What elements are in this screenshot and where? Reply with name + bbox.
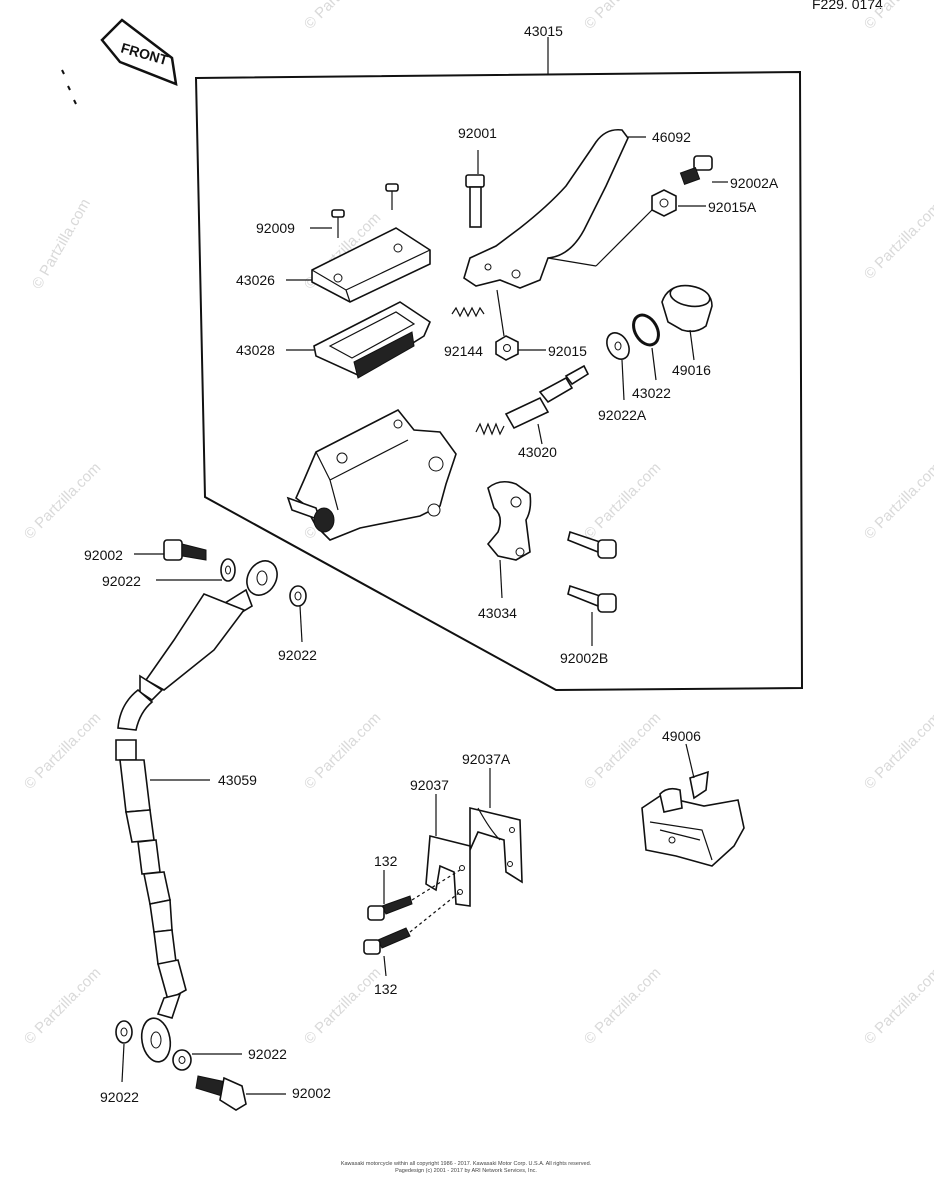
label-92037: 92037: [410, 777, 449, 793]
label-43034: 43034: [478, 605, 517, 621]
page-reference: F229. 0174: [812, 0, 883, 12]
circlip: [632, 313, 660, 381]
watermark-left-vertical: © Partzilla.com: [29, 196, 94, 292]
handlebar-clamp: [486, 480, 532, 599]
bolt-132-upper: [367, 869, 461, 921]
label-132-upper: 132: [374, 853, 398, 869]
label-92002-bottom: 92002: [292, 1085, 331, 1101]
footer-pagedesign: Pagedesign (c) 2001 - 2017 by ARI Networ…: [395, 1168, 537, 1174]
watermark: © Partzilla.com: [21, 964, 104, 1047]
label-92001: 92001: [458, 125, 497, 141]
bolt-132-lower: [363, 891, 461, 977]
reservoir-cap: [286, 227, 431, 303]
watermark: © Partzilla.com: [581, 709, 664, 792]
diaphragm: [286, 301, 431, 379]
banjo-bolt-top: [134, 539, 207, 561]
brake-hose: [115, 560, 278, 1063]
label-92022-bottom-left: 92022: [100, 1089, 139, 1105]
label-43015: 43015: [524, 23, 563, 39]
banjo-bolt-bottom: [195, 1075, 286, 1111]
pivot-pin: [465, 150, 485, 228]
watermark: © Partzilla.com: [21, 709, 104, 792]
washer-top-left: [156, 558, 236, 582]
label-92022-top-right: 92022: [278, 647, 317, 663]
label-92002-top: 92002: [84, 547, 123, 563]
watermark: © Partzilla.com: [861, 964, 934, 1047]
nut-92015: [495, 289, 546, 361]
watermark: © Partzilla.com: [301, 709, 384, 792]
washer-bottom-left: [115, 1020, 133, 1083]
label-92009: 92009: [256, 220, 295, 236]
watermark: © Partzilla.com: [581, 459, 664, 542]
label-92037A: 92037A: [462, 751, 511, 767]
clamp-bolts: [567, 530, 617, 646]
front-arrow: FRONT: [61, 18, 178, 105]
watermark: © Partzilla.com: [301, 0, 384, 33]
assembly-outline: [194, 70, 804, 692]
dash-marks: [61, 69, 77, 105]
label-43059: 43059: [218, 772, 257, 788]
label-43028: 43028: [236, 342, 275, 358]
label-43020: 43020: [518, 444, 557, 460]
label-92015A: 92015A: [708, 199, 757, 215]
watermark: © Partzilla.com: [861, 709, 934, 792]
washer-bottom-right: [172, 1049, 242, 1071]
bolt-92002A: [679, 155, 728, 186]
watermark: © Partzilla.com: [581, 0, 664, 33]
label-92002B: 92002B: [560, 650, 608, 666]
lever-spring: [451, 306, 485, 318]
watermark: © Partzilla.com: [21, 459, 104, 542]
washer-92022A: [606, 332, 630, 401]
bracket-92037: [425, 794, 471, 907]
watermark: © Partzilla.com: [861, 199, 934, 282]
watermark: © Partzilla.com: [861, 459, 934, 542]
label-92022-bottom-right: 92022: [248, 1046, 287, 1062]
label-92015: 92015: [548, 343, 587, 359]
footer-copyright: Kawasaki motorcycle within all copyright…: [341, 1161, 592, 1167]
cap-screws: [310, 183, 399, 238]
dust-boot: [661, 284, 713, 361]
nut-92015A: [651, 189, 706, 217]
master-cylinder-body: [286, 408, 457, 541]
label-92144: 92144: [444, 343, 483, 359]
watermark: © Partzilla.com: [581, 964, 664, 1047]
label-92002A: 92002A: [730, 175, 779, 191]
label-92022A: 92022A: [598, 407, 647, 423]
label-132-lower: 132: [374, 981, 398, 997]
label-43026: 43026: [236, 272, 275, 288]
label-49016: 49016: [672, 362, 711, 378]
bracket-92037A: [469, 768, 523, 884]
watermark: © Partzilla.com: [301, 964, 384, 1047]
brake-light-switch: [641, 743, 745, 867]
piston-kit: [475, 364, 590, 445]
label-46092: 46092: [652, 129, 691, 145]
brake-lever: [463, 128, 653, 289]
washer-top-right: [289, 585, 307, 643]
label-43022: 43022: [632, 385, 671, 401]
label-49006: 49006: [662, 728, 701, 744]
label-92022-top-left: 92022: [102, 573, 141, 589]
